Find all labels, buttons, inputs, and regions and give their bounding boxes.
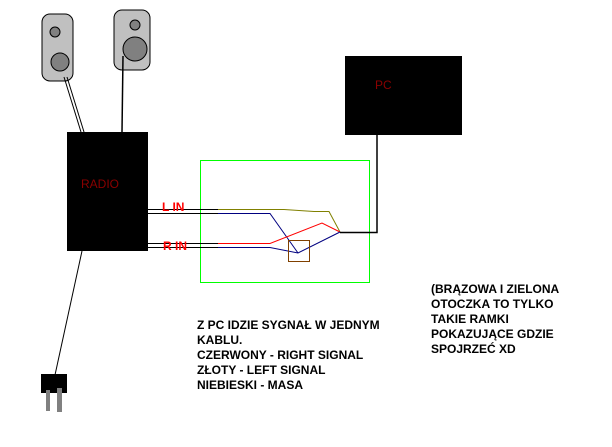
green-frame bbox=[200, 160, 370, 283]
r-in-label: R IN bbox=[163, 239, 187, 253]
right-signal-wire bbox=[218, 222, 341, 244]
note-line: POKAZUJĄCE GDZIE bbox=[431, 327, 554, 341]
power-cord bbox=[54, 250, 83, 376]
brown-frame bbox=[288, 240, 310, 262]
radio-box bbox=[67, 132, 148, 251]
left-signal-wire bbox=[218, 209, 341, 233]
pc-label: PC bbox=[375, 78, 392, 92]
note-line: OTOCZKA TO TYLKO bbox=[431, 297, 554, 311]
note-line: CZERWONY - RIGHT SIGNAL bbox=[197, 348, 364, 362]
note-line: NIEBIESKI - MASA bbox=[197, 378, 304, 392]
frames-note: (BRĄZOWA I ZIELONA OTOCZKA TO TYLKO TAKI… bbox=[431, 282, 559, 357]
note-line: KABLU. bbox=[197, 333, 243, 347]
note-line: TAKIE RAMKI bbox=[431, 312, 509, 326]
pc-box bbox=[345, 56, 462, 135]
left-speaker-icon bbox=[41, 13, 74, 82]
note-line: ZŁOTY - LEFT SIGNAL bbox=[197, 363, 326, 377]
note-line: Z PC IDZIE SYGNAŁ W JEDNYM bbox=[197, 318, 380, 332]
pc-cable bbox=[340, 135, 378, 234]
plug-icon bbox=[41, 374, 67, 412]
input-wires bbox=[148, 135, 378, 254]
note-line: (BRĄZOWA I ZIELONA bbox=[431, 282, 560, 296]
right-speaker-icon bbox=[113, 9, 151, 71]
note-line: SPOJRZEĆ XD bbox=[431, 342, 516, 356]
legend-note: Z PC IDZIE SYGNAŁ W JEDNYM KABLU. CZERWO… bbox=[197, 318, 380, 393]
ground-wire-bottom bbox=[218, 231, 341, 254]
radio-label: RADIO bbox=[81, 177, 120, 191]
l-in-label: L IN bbox=[162, 200, 185, 214]
ground-wire-top bbox=[218, 213, 299, 254]
speaker-wires bbox=[63, 55, 124, 133]
